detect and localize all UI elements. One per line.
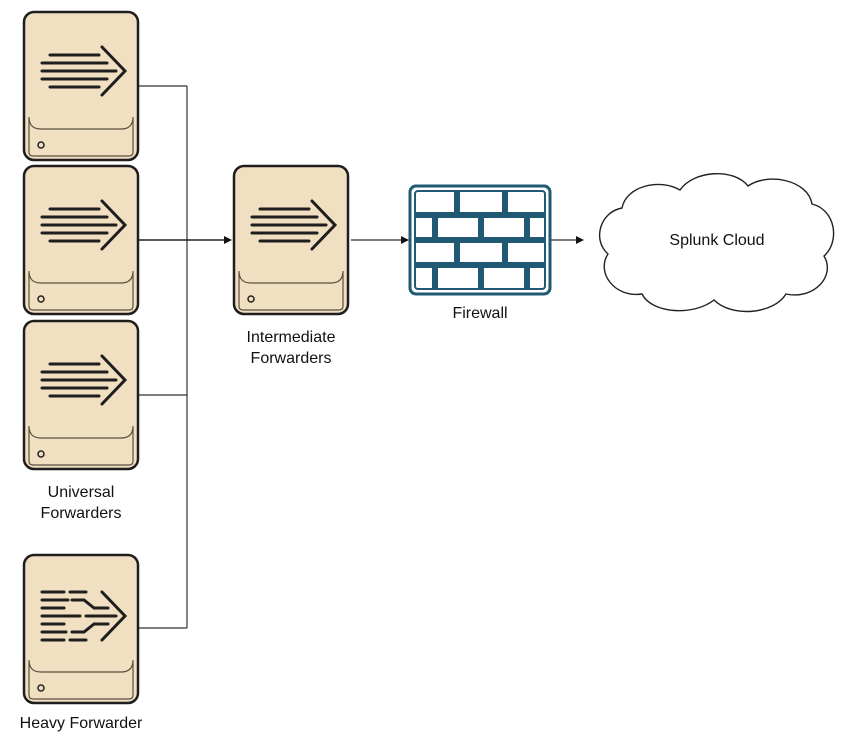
intermediate-forwarders-label-line-1: Intermediate <box>246 329 336 346</box>
intermediate-forwarders-label-line-2: Forwarders <box>250 350 332 367</box>
arrow-to-firewall <box>351 236 409 244</box>
brick-wall-icon <box>408 184 552 296</box>
universal-forwarder-server-2 <box>22 164 140 316</box>
cloud-icon <box>598 173 835 313</box>
arrow-to-intermediate <box>139 236 232 244</box>
universal-forwarders-label: Universal Forwarders <box>6 482 156 524</box>
universal-forwarder-server-1 <box>22 10 140 162</box>
universal-forwarder-server-3 <box>22 319 140 471</box>
universal-forwarders-label-line-1: Universal <box>47 484 115 501</box>
heavy-forwarder-server-icon <box>22 553 140 705</box>
firewall-label: Firewall <box>452 305 508 322</box>
cloud-label: Splunk Cloud <box>669 232 765 249</box>
heavy-forwarder-label: Heavy Forwarder <box>19 715 143 732</box>
intermediate-forwarder-server-icon <box>232 164 350 316</box>
intermediate-forwarders-label: Intermediate Forwarders <box>214 327 368 369</box>
universal-forwarders-label-line-2: Forwarders <box>40 505 122 522</box>
arrow-to-cloud <box>551 236 584 244</box>
connector-lines <box>139 85 188 629</box>
